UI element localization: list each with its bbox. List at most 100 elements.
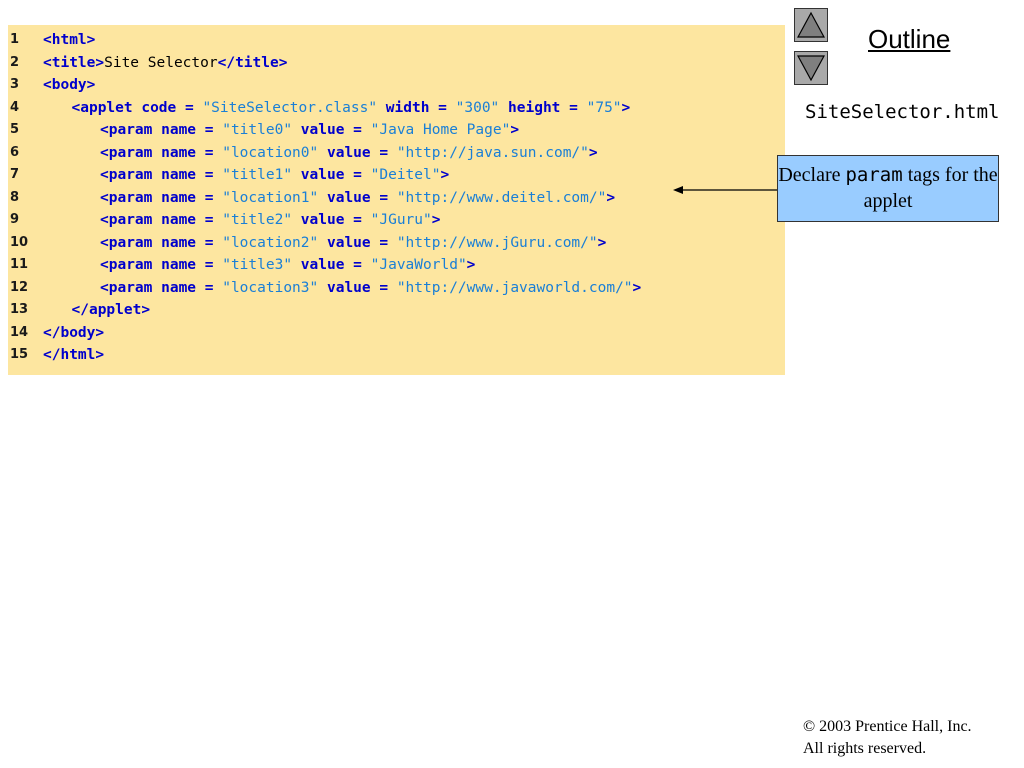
code-text: <param name = "title3" value = "JavaWorl…: [100, 254, 475, 276]
triangle-down-icon: [797, 55, 825, 82]
code-tag: </title>: [217, 54, 288, 71]
line-number: 7: [10, 167, 20, 182]
code-tag: <html>: [43, 32, 96, 48]
code-string: "title3": [222, 257, 293, 273]
code-string: "JGuru": [370, 212, 432, 228]
code-tag: <param name =: [100, 234, 223, 251]
code-text: <param name = "title1" value = "Deitel">: [100, 164, 449, 186]
line-number: 4: [10, 99, 20, 115]
code-text: <param name = "location0" value = "http:…: [100, 142, 598, 164]
code-listing: 1 <html> 2 <title>Site Selector</title> 3 <bo…: [8, 25, 785, 375]
copyright-line-1: © 2003 Prentice Hall, Inc.: [803, 718, 972, 735]
code-tag: >: [588, 144, 598, 161]
code-text: <html>: [43, 29, 95, 51]
code-string: "location1": [222, 189, 319, 206]
code-tag: </body>: [43, 324, 105, 341]
copyright-notice: © 2003 Prentice Hall, Inc. All rights re…: [803, 716, 972, 760]
code-tag: <param name =: [100, 257, 223, 273]
callout-arrow-icon: [673, 186, 778, 194]
code-text: <applet code = "SiteSelector.class" widt…: [72, 97, 631, 119]
code-text: <body>: [43, 74, 95, 96]
code-tag: width =: [377, 99, 456, 116]
line-number: 3: [10, 77, 20, 92]
code-string: "http://www.deitel.com/": [396, 189, 607, 206]
callout-box: Declare param tags for the applet: [777, 155, 999, 222]
code-text: <param name = "location2" value = "http:…: [100, 232, 606, 254]
code-text: </html>: [43, 344, 104, 366]
code-tag: <param name =: [100, 279, 223, 296]
code-string: "title1": [222, 167, 293, 183]
file-name-label: SiteSelector.html: [805, 101, 1000, 123]
line-number: 5: [10, 122, 20, 137]
code-string: "SiteSelector.class": [202, 99, 378, 116]
code-tag: >: [510, 122, 520, 138]
code-tag: >: [597, 234, 607, 251]
code-tag: value =: [318, 144, 397, 161]
code-string: "title2": [222, 212, 293, 228]
line-number: 15: [10, 347, 29, 362]
code-string: "title0": [222, 122, 293, 138]
code-tag: >: [621, 99, 631, 116]
code-tag: <title>: [43, 54, 105, 71]
code-string: "http://www.jGuru.com/": [396, 234, 598, 251]
line-number: 14: [10, 324, 29, 340]
code-text: </applet>: [72, 299, 151, 321]
code-string: "location3": [222, 279, 319, 296]
code-text: <title>Site Selector</title>: [43, 52, 287, 74]
code-tag: </applet>: [71, 302, 151, 318]
code-tag: value =: [318, 189, 397, 206]
code-tag: <param name =: [100, 167, 223, 183]
code-tag: >: [632, 279, 642, 296]
code-string: "http://www.javaworld.com/": [396, 279, 633, 296]
code-tag: value =: [318, 234, 397, 251]
next-slide-button[interactable]: [794, 51, 828, 85]
code-tag: >: [431, 212, 441, 228]
triangle-up-icon: [797, 11, 825, 38]
line-number: 10: [10, 234, 29, 250]
line-number: 12: [10, 279, 29, 295]
code-plain-text: Site Selector: [104, 54, 218, 71]
code-string: "Deitel": [370, 167, 441, 183]
code-string: "Java Home Page": [370, 122, 511, 138]
code-text: <param name = "location1" value = "http:…: [100, 187, 615, 209]
outline-title: Outline: [868, 24, 951, 54]
code-tag: <param name =: [100, 212, 223, 228]
code-text: <param name = "location3" value = "http:…: [100, 277, 641, 299]
code-tag: <applet code =: [71, 99, 203, 116]
line-number: 2: [10, 54, 20, 70]
copyright-line-2: All rights reserved.: [803, 740, 927, 757]
code-tag: <body>: [43, 77, 96, 93]
code-tag: >: [466, 257, 476, 273]
code-tag: <param name =: [100, 122, 223, 138]
code-tag: >: [606, 189, 616, 206]
line-number: 13: [10, 302, 29, 317]
code-tag: value =: [292, 122, 371, 138]
line-number: 8: [10, 189, 20, 205]
line-number: 6: [10, 144, 20, 160]
code-tag: >: [440, 167, 450, 183]
callout-text-before: Declare: [778, 164, 846, 186]
code-tag: value =: [292, 167, 371, 183]
line-number: 1: [10, 32, 20, 47]
code-string: "75": [586, 99, 622, 116]
previous-slide-button[interactable]: [794, 8, 828, 42]
code-tag: </html>: [43, 347, 105, 363]
code-string: "location2": [222, 234, 319, 251]
code-tag: value =: [292, 257, 371, 273]
code-string: "location0": [222, 144, 319, 161]
code-text: <param name = "title2" value = "JGuru">: [100, 209, 440, 231]
code-string: "JavaWorld": [370, 257, 467, 273]
code-text: <param name = "title0" value = "Java Hom…: [100, 119, 519, 141]
code-string: "http://java.sun.com/": [396, 144, 589, 161]
code-tag: value =: [318, 279, 397, 296]
callout-code: param: [845, 164, 903, 186]
line-number: 11: [10, 257, 29, 272]
line-number: 9: [10, 212, 20, 227]
code-tag: <param name =: [100, 189, 223, 206]
code-tag: <param name =: [100, 144, 223, 161]
code-text: </body>: [43, 322, 104, 344]
code-tag: height =: [499, 99, 587, 116]
code-tag: value =: [292, 212, 371, 228]
callout-text-after: tags for the applet: [863, 164, 998, 212]
code-string: "300": [455, 99, 500, 116]
